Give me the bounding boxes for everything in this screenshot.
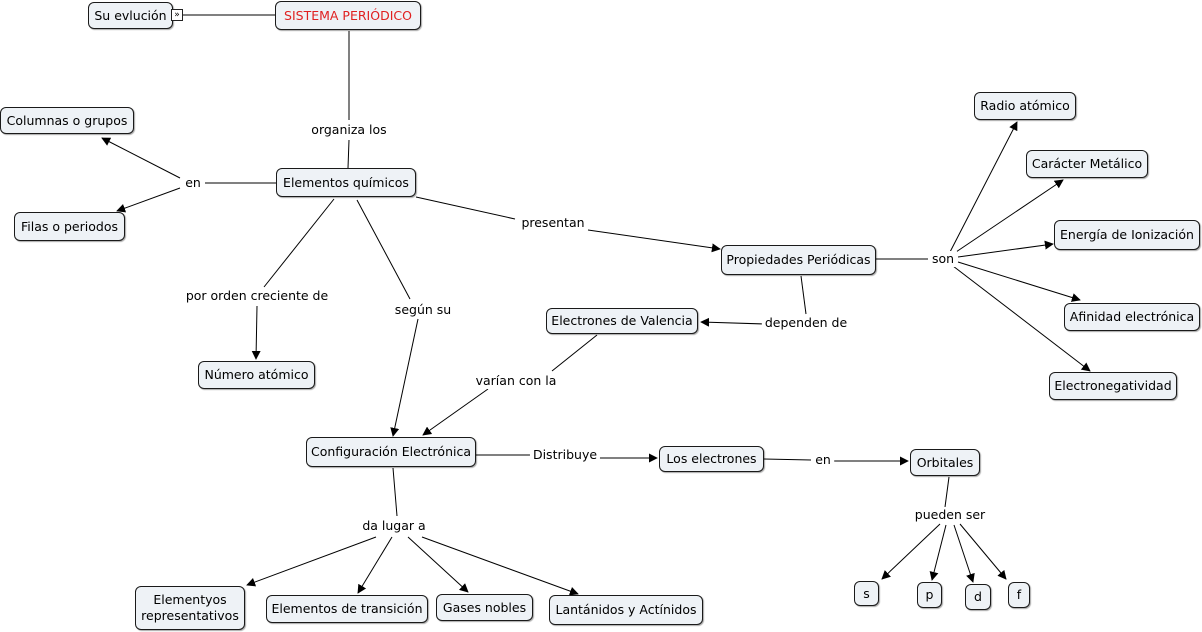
link-por-orden-creciente[interactable]: por orden creciente de bbox=[182, 288, 332, 304]
node-elementos-representativos[interactable]: Elementyos representativos bbox=[135, 586, 245, 630]
node-propiedades-periodicas-label: Propiedades Periódicas bbox=[726, 252, 871, 267]
node-propiedades-periodicas[interactable]: Propiedades Periódicas bbox=[721, 245, 876, 275]
node-electronegatividad-label: Electronegatividad bbox=[1054, 378, 1172, 393]
node-caracter-metalico-label: Carácter Metálico bbox=[1031, 156, 1143, 171]
node-electrones-valencia-label: Electrones de Valencia bbox=[551, 313, 693, 328]
link-pueden-ser[interactable]: pueden ser bbox=[911, 507, 989, 523]
node-orbital-p-label: p bbox=[925, 587, 934, 602]
node-caracter-metalico[interactable]: Carácter Metálico bbox=[1026, 150, 1148, 178]
node-radio-atomico[interactable]: Radio atómico bbox=[974, 92, 1076, 120]
link-distribuye[interactable]: Distribuye bbox=[529, 447, 601, 463]
node-orbital-s[interactable]: s bbox=[854, 581, 879, 606]
node-filas-periodos-label: Filas o periodos bbox=[21, 218, 118, 234]
node-orbital-f[interactable]: f bbox=[1008, 582, 1030, 608]
node-afinidad-electronica-label: Afinidad electrónica bbox=[1069, 309, 1195, 324]
node-orbitales[interactable]: Orbitales bbox=[910, 449, 980, 476]
node-gases-nobles-label: Gases nobles bbox=[442, 599, 527, 615]
node-sistema-periodico[interactable]: SISTEMA PERIÓDICO bbox=[275, 1, 421, 30]
node-electronegatividad[interactable]: Electronegatividad bbox=[1049, 372, 1177, 400]
node-elementos-quimicos[interactable]: Elementos químicos bbox=[276, 168, 416, 197]
link-en-grupos[interactable]: en bbox=[182, 175, 204, 191]
node-elementos-representativos-label: Elementyos representativos bbox=[141, 592, 239, 623]
node-filas-periodos[interactable]: Filas o periodos bbox=[14, 212, 125, 241]
node-numero-atomico[interactable]: Número atómico bbox=[198, 361, 315, 389]
node-elementos-transicion-label: Elementos de transición bbox=[271, 601, 423, 616]
resource-link-icon[interactable]: » bbox=[171, 9, 183, 21]
node-elementos-transicion[interactable]: Elementos de transición bbox=[266, 595, 428, 623]
node-afinidad-electronica[interactable]: Afinidad electrónica bbox=[1064, 303, 1200, 331]
node-energia-ionizacion[interactable]: Energía de Ionización bbox=[1054, 220, 1200, 250]
node-los-electrones[interactable]: Los electrones bbox=[659, 446, 764, 472]
node-lantanidos-actinidos[interactable]: Lantánidos y Actínidos bbox=[549, 595, 703, 625]
node-evolucion[interactable]: Su evlución bbox=[88, 2, 173, 29]
node-orbital-p[interactable]: p bbox=[917, 582, 942, 608]
node-electrones-valencia[interactable]: Electrones de Valencia bbox=[546, 308, 698, 334]
link-son[interactable]: son bbox=[928, 251, 958, 267]
node-numero-atomico-label: Número atómico bbox=[204, 367, 309, 382]
link-presentan[interactable]: presentan bbox=[518, 215, 588, 231]
link-da-lugar-a[interactable]: da lugar a bbox=[359, 518, 429, 534]
node-radio-atomico-label: Radio atómico bbox=[980, 98, 1070, 113]
node-elementos-quimicos-label: Elementos químicos bbox=[283, 174, 409, 190]
node-orbital-d-label: d bbox=[974, 589, 982, 604]
node-los-electrones-label: Los electrones bbox=[666, 451, 757, 466]
node-configuracion-electronica-label: Configuración Electrónica bbox=[311, 444, 471, 459]
node-sistema-periodico-label: SISTEMA PERIÓDICO bbox=[284, 7, 412, 23]
node-columnas-grupos-label: Columnas o grupos bbox=[6, 112, 128, 128]
node-orbital-s-label: s bbox=[863, 585, 870, 601]
link-segun-su[interactable]: según su bbox=[391, 302, 455, 318]
node-evolucion-label: Su evlución bbox=[94, 7, 167, 23]
link-organiza-los[interactable]: organiza los bbox=[308, 122, 390, 138]
node-configuracion-electronica[interactable]: Configuración Electrónica bbox=[306, 437, 476, 467]
node-lantanidos-actinidos-label: Lantánidos y Actínidos bbox=[555, 602, 697, 617]
link-dependen-de[interactable]: dependen de bbox=[761, 315, 851, 331]
node-gases-nobles[interactable]: Gases nobles bbox=[436, 594, 533, 621]
node-orbital-d[interactable]: d bbox=[965, 584, 991, 610]
node-columnas-grupos[interactable]: Columnas o grupos bbox=[0, 107, 134, 134]
node-orbitales-label: Orbitales bbox=[916, 454, 974, 470]
link-varian-con-la[interactable]: varían con la bbox=[472, 373, 560, 389]
link-en-orbitales[interactable]: en bbox=[812, 452, 834, 468]
node-orbital-f-label: f bbox=[1016, 587, 1022, 602]
node-energia-ionizacion-label: Energía de Ionización bbox=[1060, 227, 1194, 242]
